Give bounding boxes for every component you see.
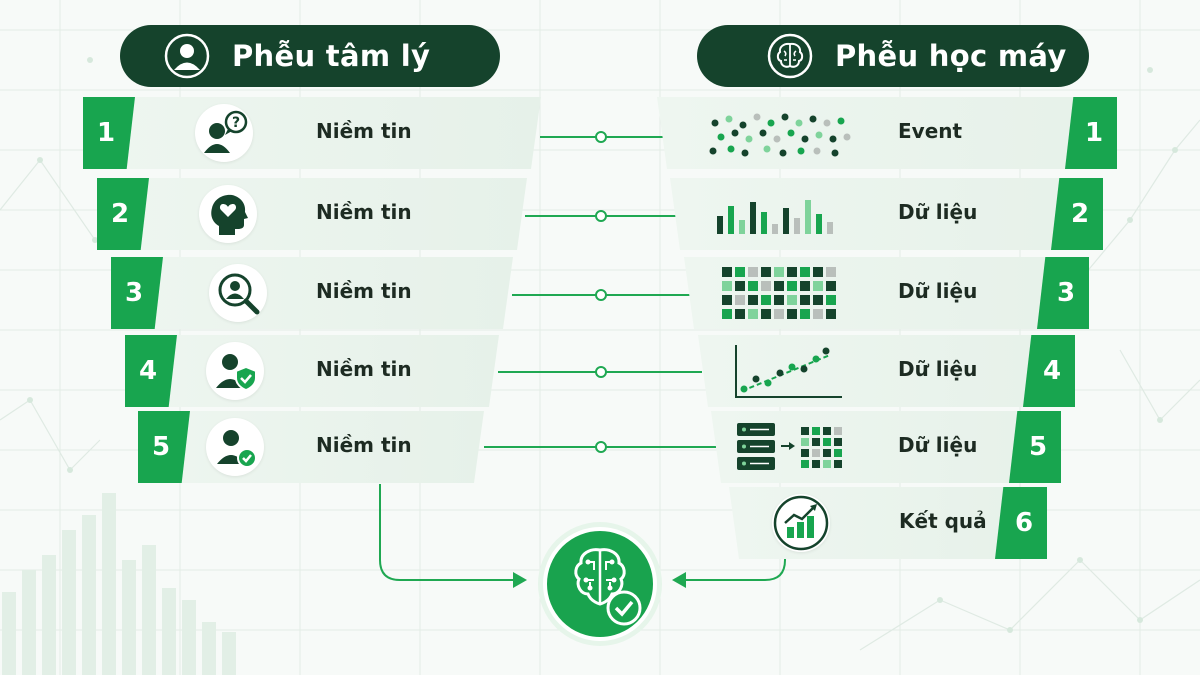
step-number: 2	[97, 178, 149, 250]
step-label: Dữ liệu	[898, 357, 978, 381]
right-step-1: 1	[657, 97, 1117, 169]
head-heart-icon	[199, 185, 257, 243]
step-number: 5	[138, 411, 190, 483]
scatter-trend-icon	[734, 343, 844, 401]
brain-check-icon	[538, 522, 662, 646]
right-step-2: 2 Dữ liệu	[670, 178, 1103, 250]
step-label: Niềm tin	[316, 119, 412, 143]
step-label: Dữ liệu	[898, 433, 978, 457]
person-shield-icon	[206, 342, 264, 400]
step-label: Niềm tin	[316, 279, 412, 303]
step-number: 1	[83, 97, 135, 169]
person-search-icon	[209, 264, 267, 322]
right-step-4: 4 Dữ liệu	[698, 335, 1075, 407]
server-to-grid-icon	[735, 421, 845, 475]
step-label: Niềm tin	[316, 357, 412, 381]
left-step-1: 1 ? Niềm tin	[83, 97, 541, 169]
growth-chart-icon	[772, 494, 830, 552]
person-question-icon: ?	[195, 104, 253, 162]
event-dots-icon	[707, 111, 857, 157]
right-step-3: 3	[684, 257, 1089, 329]
user-avatar-icon	[164, 33, 210, 79]
left-step-3: 3 Niềm tin	[111, 257, 513, 329]
svg-text:?: ?	[232, 115, 240, 131]
step-number: 4	[125, 335, 177, 407]
step-label: Niềm tin	[316, 200, 412, 224]
step-number: 3	[111, 257, 163, 329]
person-check-icon	[206, 418, 264, 476]
right-step-5: 5 Dữ liệu	[711, 411, 1061, 483]
brain-icon	[767, 33, 813, 79]
left-step-5: 5 Niềm tin	[138, 411, 484, 483]
step-label: Kết quả	[899, 509, 987, 533]
step-label: Niềm tin	[316, 433, 412, 457]
step-number: 5	[1009, 411, 1061, 483]
step-label: Event	[898, 119, 963, 143]
step-number: 1	[1065, 97, 1117, 169]
left-step-4: 4 Niềm tin	[125, 335, 499, 407]
step-label: Dữ liệu	[898, 279, 978, 303]
left-step-2: 2 Niềm tin	[97, 178, 527, 250]
right-funnel-header: Phễu học máy	[697, 25, 1089, 87]
step-number: 6	[995, 487, 1047, 559]
right-funnel-title: Phễu học máy	[835, 39, 1067, 73]
step-number: 2	[1051, 178, 1103, 250]
step-number: 4	[1023, 335, 1075, 407]
step-number: 3	[1037, 257, 1089, 329]
grid-matrix-icon	[722, 267, 842, 321]
left-funnel-title: Phễu tâm lý	[232, 39, 431, 73]
right-merge-arrow	[686, 556, 786, 581]
left-funnel-header: Phễu tâm lý	[120, 25, 500, 87]
step-label: Dữ liệu	[898, 200, 978, 224]
right-step-6: 6 Kết quả	[729, 487, 1047, 559]
bar-columns-icon	[715, 194, 845, 236]
left-merge-arrow	[379, 484, 515, 581]
